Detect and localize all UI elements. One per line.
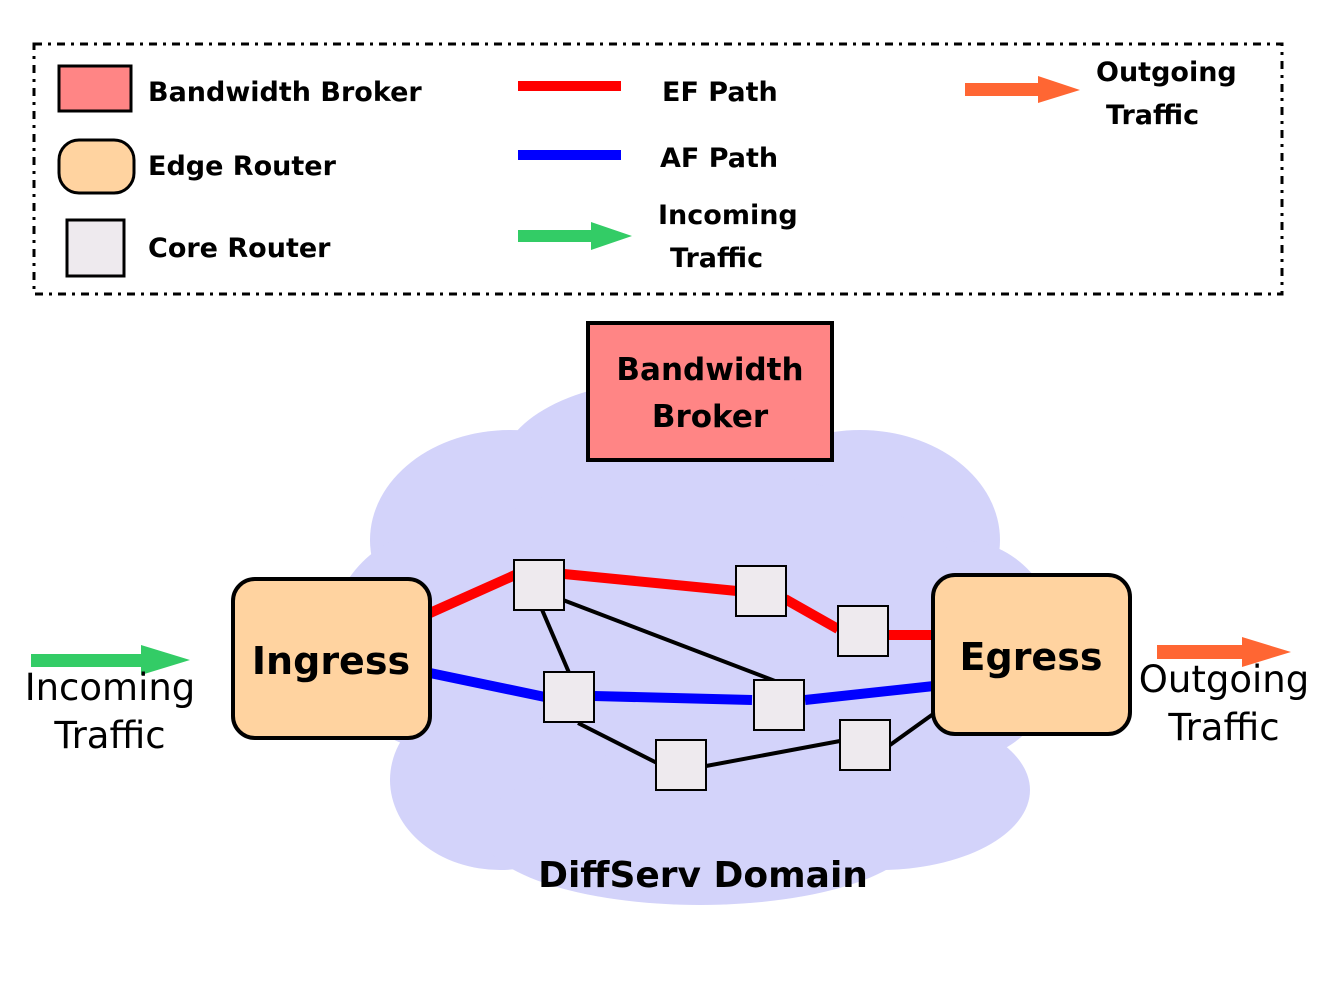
egress-label: Egress <box>960 635 1103 679</box>
legend-outgoing-line1: Outgoing <box>1096 57 1237 88</box>
core-router-5 <box>753 679 805 731</box>
outgoing-label-line1: Outgoing <box>1139 658 1309 701</box>
outgoing-label-line2: Traffic <box>1167 706 1279 749</box>
legend-broker-swatch <box>57 64 133 113</box>
core-router-1 <box>513 559 565 611</box>
legend-af-label: AF Path <box>660 143 778 174</box>
core-router-7 <box>839 719 891 771</box>
broker-label-line1: Bandwidth <box>616 352 803 388</box>
legend-incoming-line2: Traffic <box>670 243 763 274</box>
link-c1-c5 <box>562 598 776 683</box>
outgoing-arrow-icon <box>1157 637 1291 667</box>
af-path <box>428 668 935 705</box>
core-links <box>538 598 938 768</box>
link-c1-c4 <box>538 604 572 676</box>
ingress-router <box>231 577 432 740</box>
core-router-3 <box>837 605 889 657</box>
legend-incoming-line1: Incoming <box>658 200 798 231</box>
link-c6-c7 <box>705 739 841 768</box>
core-router-6 <box>655 739 707 791</box>
legend-core-label: Core Router <box>148 233 331 264</box>
legend-ef-label: EF Path <box>662 77 778 108</box>
legend-frame <box>32 42 1284 296</box>
incoming-arrow-icon <box>31 645 190 675</box>
legend-incoming-arrow-icon <box>518 222 632 250</box>
bandwidth-broker <box>586 321 834 462</box>
ingress-label: Ingress <box>252 639 410 683</box>
broker-label-line2: Broker <box>652 399 769 435</box>
link-c4-c6 <box>577 721 658 765</box>
incoming-label-line2: Traffic <box>53 714 165 757</box>
legend-outgoing-arrow-icon <box>965 76 1080 103</box>
legend-outgoing-line2: Traffic <box>1106 100 1199 131</box>
core-router-2 <box>735 565 787 617</box>
domain-label: DiffServ Domain <box>538 855 868 896</box>
incoming-label-line1: Incoming <box>25 666 196 709</box>
link-c7-egress <box>888 710 938 747</box>
legend-core-swatch <box>65 218 126 278</box>
legend-edge-label: Edge Router <box>148 151 337 182</box>
ef-path <box>427 569 934 640</box>
legend-edge-swatch <box>57 138 136 195</box>
egress-router <box>931 573 1132 736</box>
core-router-4 <box>543 671 595 723</box>
legend-broker-label: Bandwidth Broker <box>148 77 422 108</box>
